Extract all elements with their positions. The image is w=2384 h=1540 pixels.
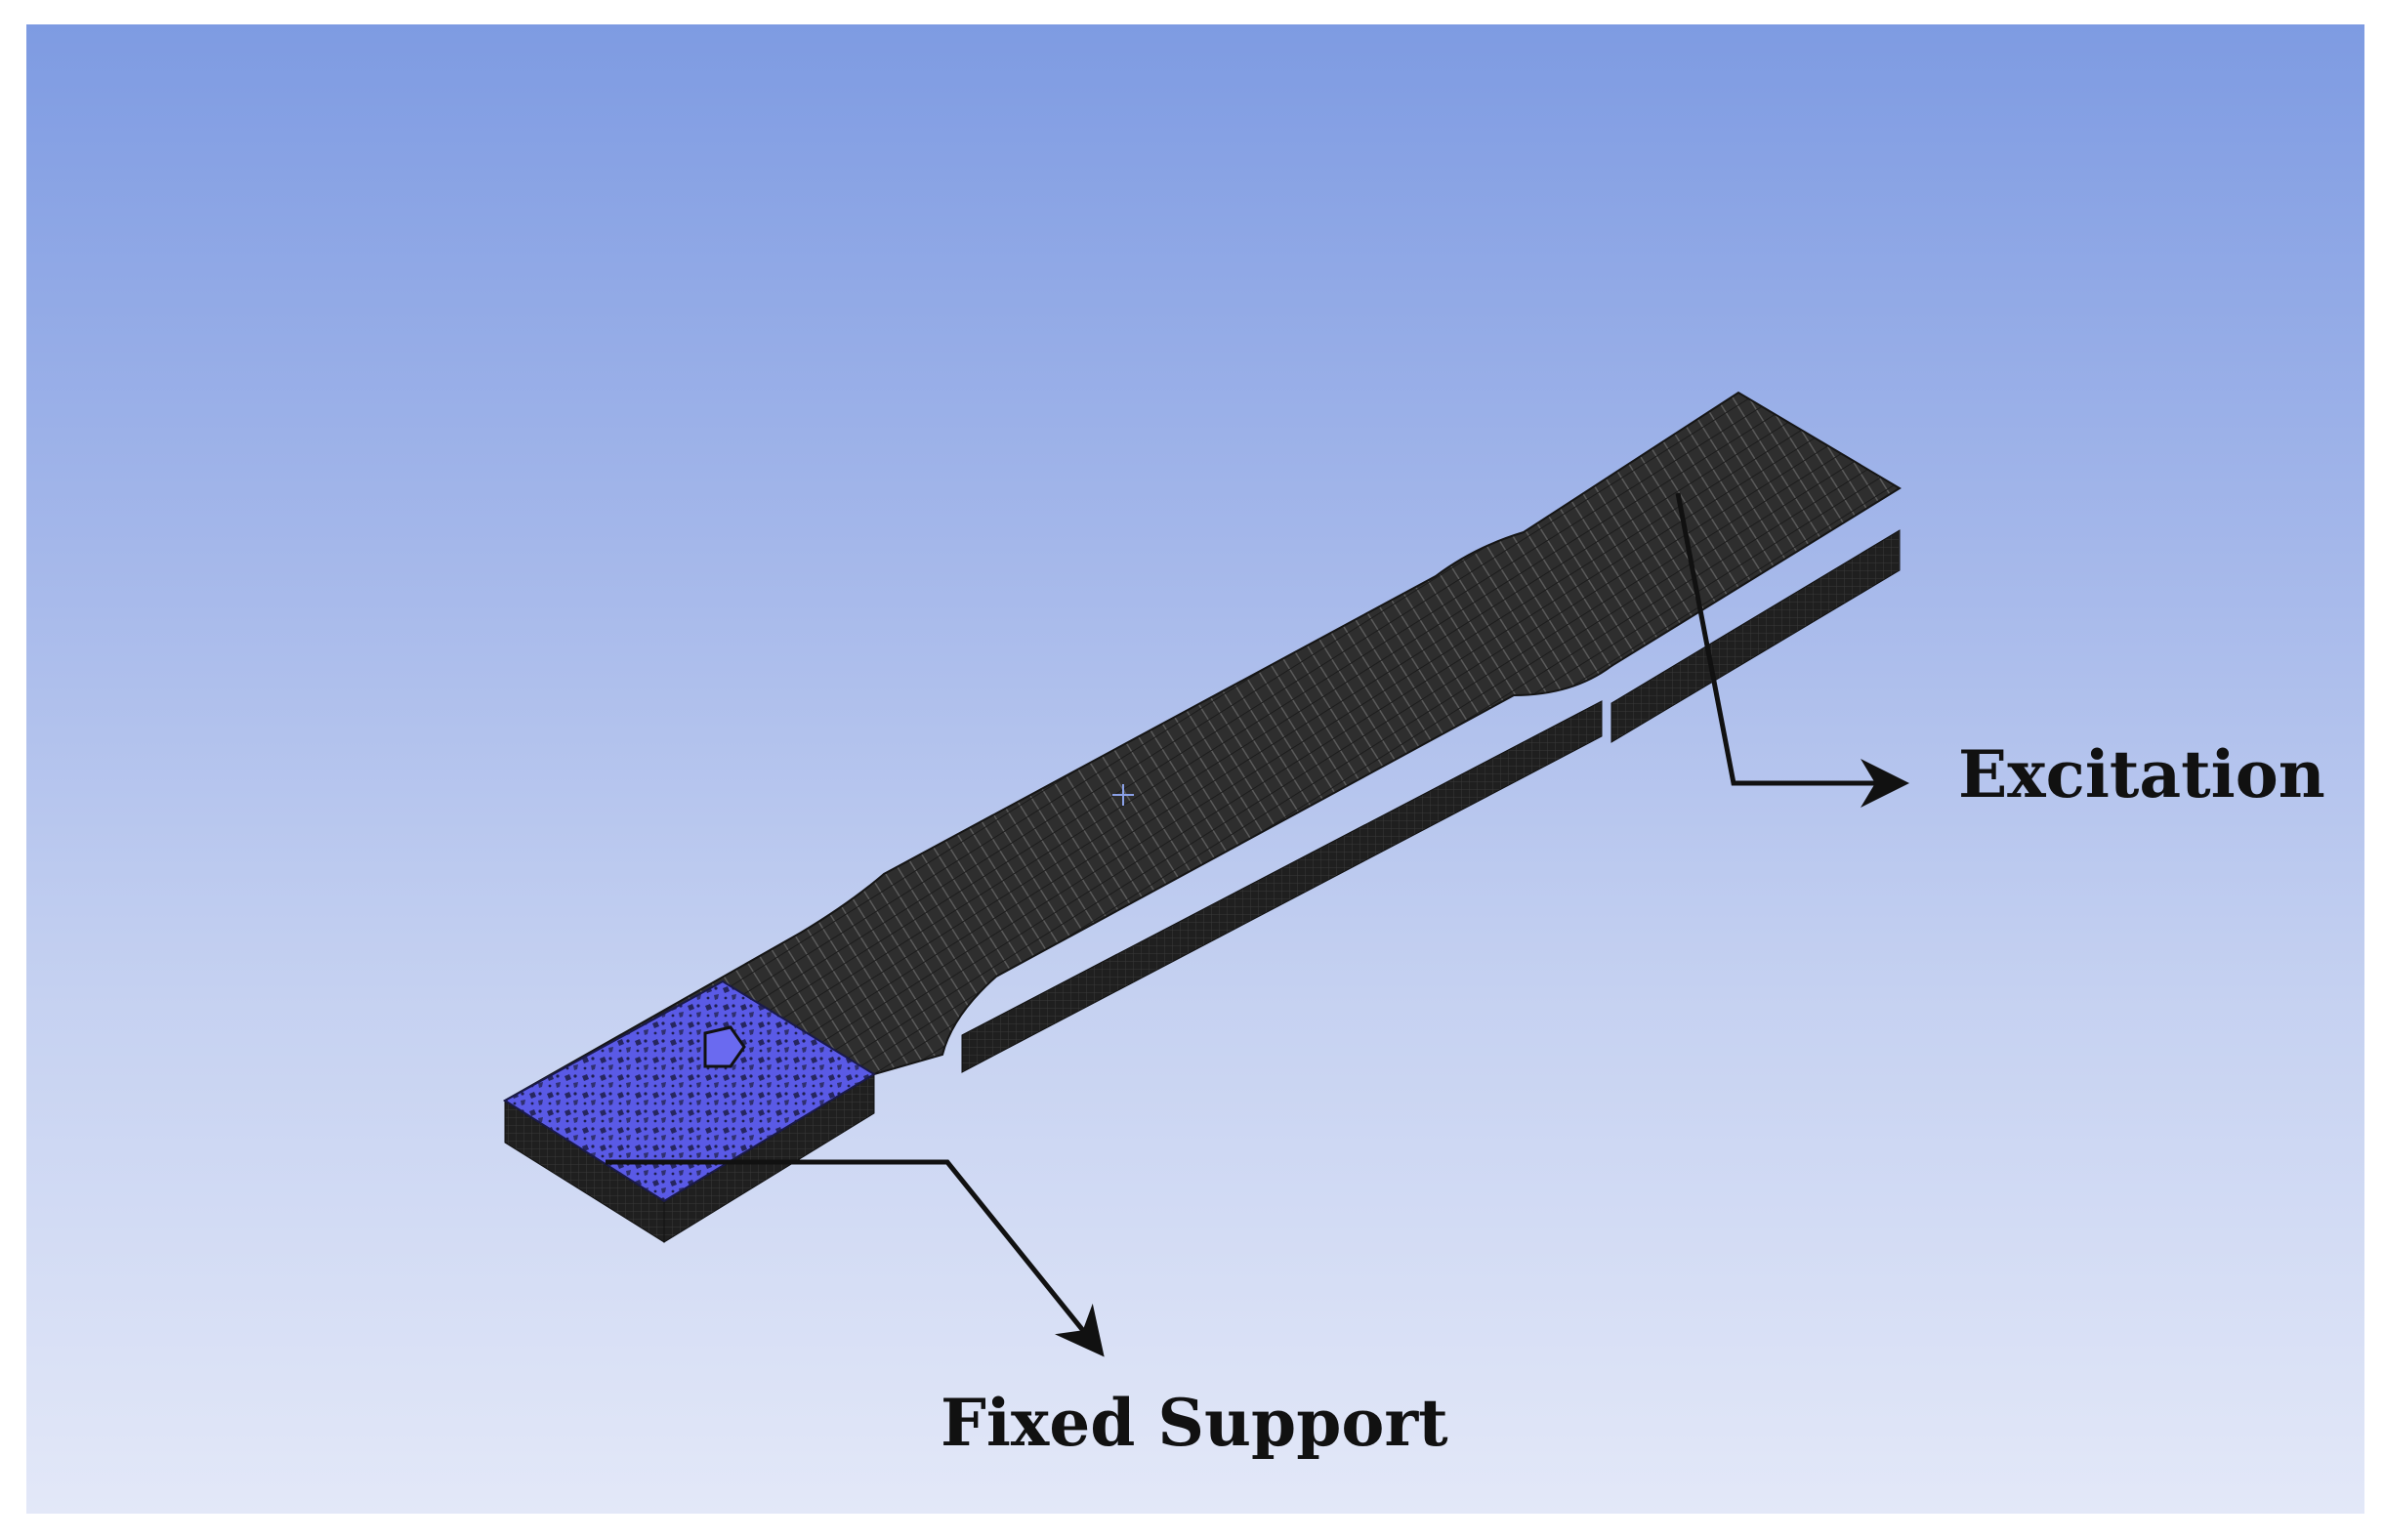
- excitation-label: Excitation: [1958, 736, 2325, 812]
- fixed-support-symbol: [703, 1025, 746, 1068]
- fixed-support-face: [503, 979, 876, 1203]
- specimen-top-face: [503, 391, 1902, 1203]
- fixed-support-callout-line: [606, 1159, 1105, 1357]
- center-crosshair-icon: [1112, 784, 1134, 806]
- specimen-side-faces: [504, 529, 1901, 1243]
- fixed-support-label: Fixed Support: [941, 1385, 1448, 1461]
- excitation-callout-line: [1675, 492, 1909, 808]
